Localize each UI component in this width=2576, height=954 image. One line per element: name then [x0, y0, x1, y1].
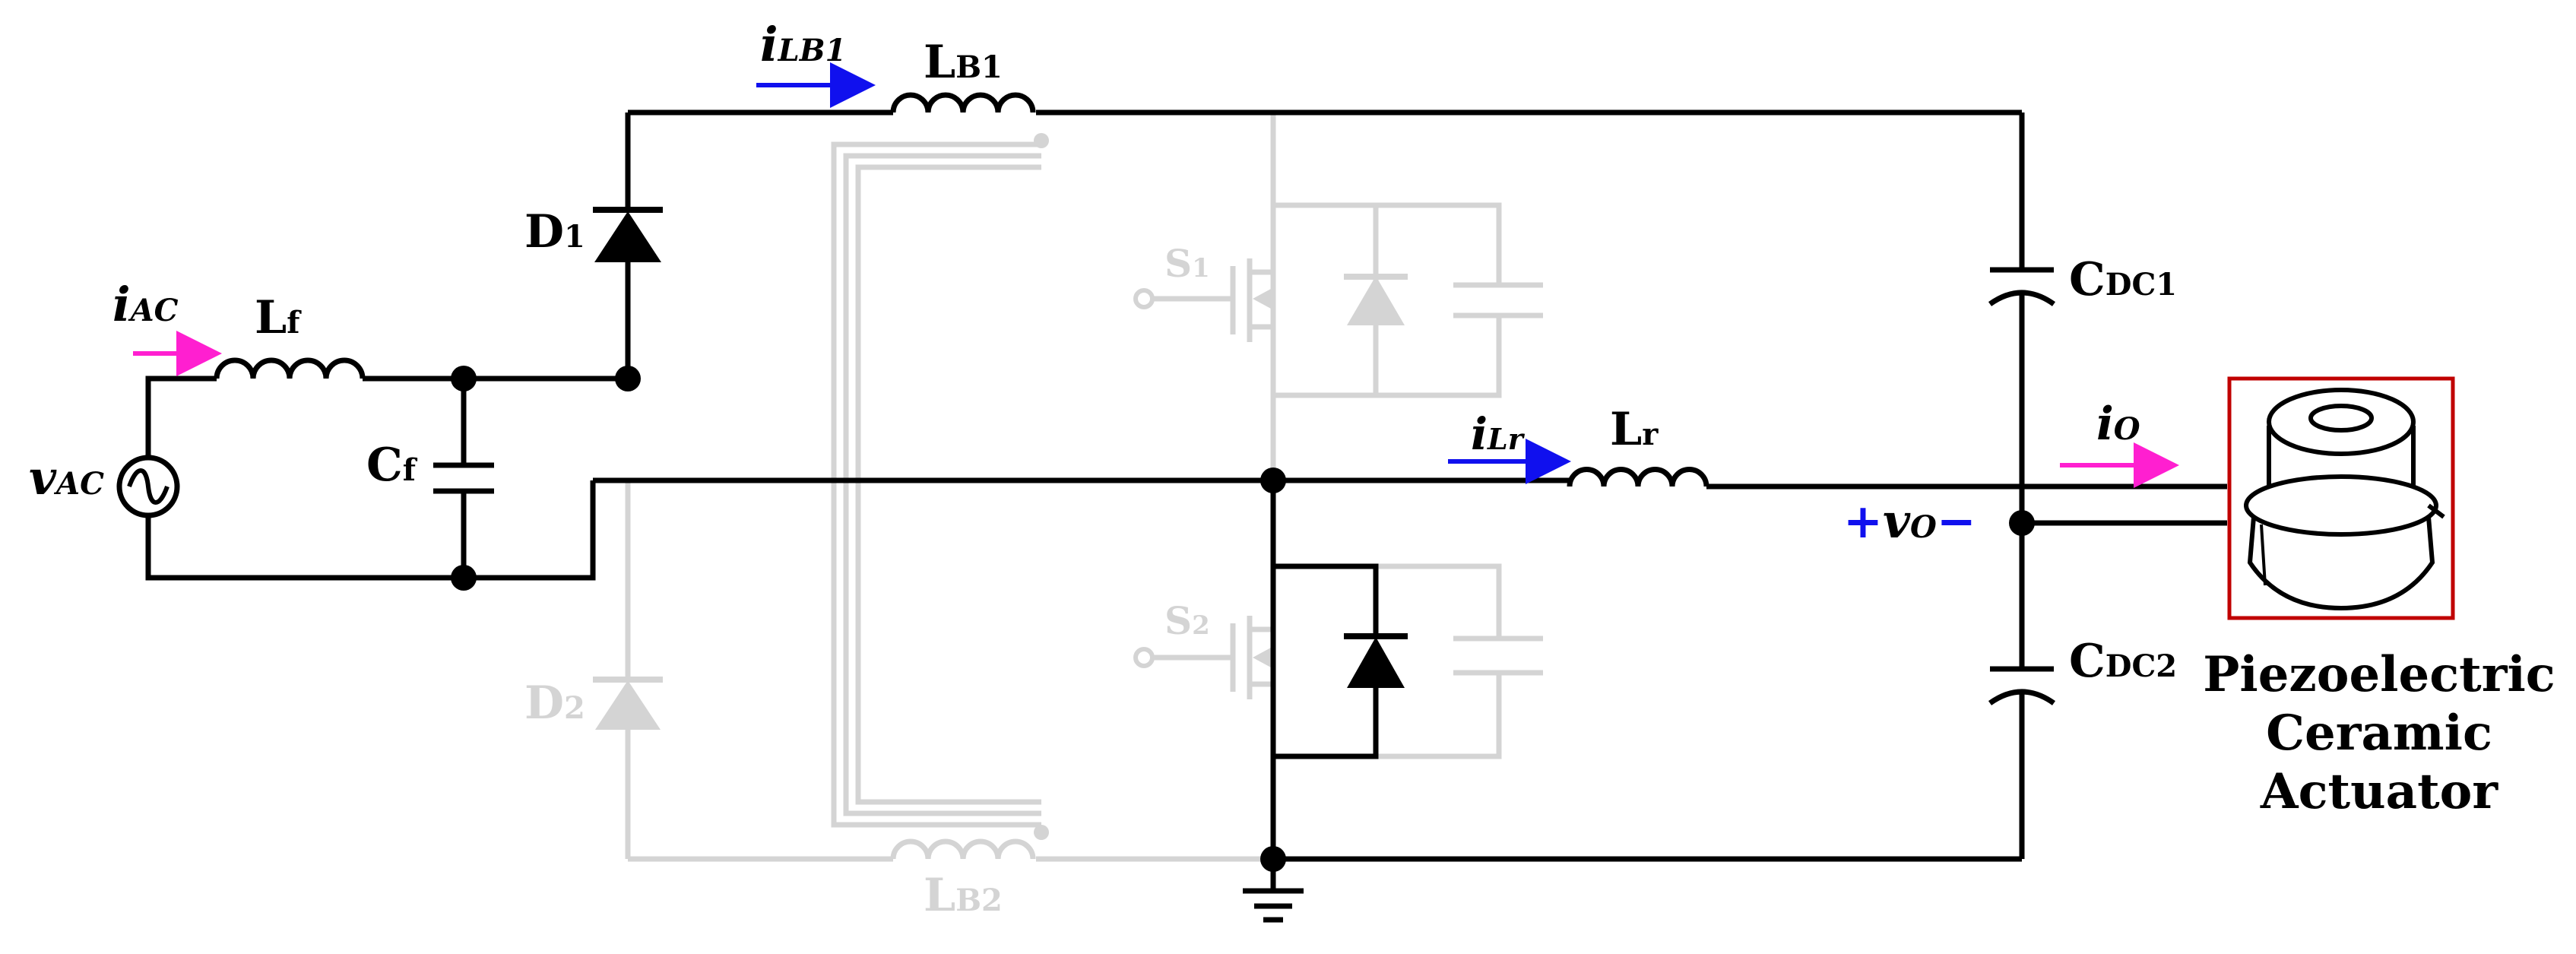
- label-s-2-main: S: [1164, 598, 1193, 643]
- label-l-r-main: L: [1610, 403, 1643, 456]
- label-c-dc2-sub: DC2: [2105, 648, 2178, 684]
- diode-d1-icon: [593, 207, 663, 262]
- label-l-f-main: L: [255, 291, 287, 344]
- label-c-dc1-main: C: [2069, 253, 2105, 306]
- label-i-lb1-main: i: [760, 17, 778, 72]
- label-c-dc2: CDC2: [2069, 639, 2177, 684]
- actuator-caption-line2: Ceramic: [2266, 704, 2492, 762]
- label-s-1-sub: 1: [1192, 253, 1210, 284]
- label-s-1: S1: [1164, 245, 1210, 283]
- label-l-b2-sub: B2: [955, 883, 1003, 918]
- label-c-dc1-sub: DC1: [2105, 267, 2178, 303]
- capacitor-cdc2-icon: [1988, 689, 2056, 705]
- diode-s2-body-icon: [1344, 633, 1408, 688]
- inactive-circuit: [625, 114, 1543, 862]
- label-i-ac-sub: AC: [130, 293, 179, 328]
- dot-lb1: [1034, 133, 1049, 148]
- label-i-lb1-sub: LB1: [778, 33, 847, 68]
- label-i-lr-main: i: [1471, 408, 1488, 460]
- label-v-o-main: v: [1882, 493, 1910, 549]
- label-v-ac-main: v: [29, 450, 57, 506]
- label-i-lr: iLr: [1471, 412, 1523, 456]
- label-v-o-plus: +: [1843, 493, 1883, 549]
- label-c-f-sub: f: [402, 452, 416, 488]
- actuator-caption-line3: Actuator: [2260, 762, 2498, 820]
- label-d-2-main: D: [524, 677, 565, 730]
- inductor-lb2-icon: [890, 838, 1036, 860]
- label-i-o-sub: O: [2113, 411, 2140, 447]
- label-v-o-minus: −: [1936, 493, 1976, 549]
- label-l-f: Lf: [255, 295, 299, 341]
- label-i-ac-main: i: [112, 277, 131, 332]
- label-l-b1-main: L: [924, 36, 956, 89]
- junction-nodes: [451, 366, 2035, 872]
- label-v-ac-sub: AC: [56, 466, 104, 502]
- label-d-1-main: D: [524, 205, 565, 258]
- actuator-caption-line1: Piezoelectric: [2203, 646, 2555, 703]
- inductor-lf-icon: [214, 357, 366, 379]
- label-c-dc1: CDC1: [2069, 257, 2177, 303]
- label-i-lb1: iLB1: [760, 21, 846, 68]
- label-s-2-sub: 2: [1192, 610, 1210, 641]
- actuator-caption: Piezoelectric Ceramic Actuator: [2189, 646, 2569, 821]
- label-v-o: +vO−: [1843, 498, 1976, 545]
- capacitor-cdc1-icon: [1988, 290, 2056, 306]
- label-c-dc2-main: C: [2069, 635, 2105, 688]
- label-i-o: iO: [2096, 401, 2140, 447]
- inactive-devices: [593, 133, 1408, 840]
- label-i-ac: iAC: [112, 281, 178, 328]
- inductor-lr-icon: [1567, 467, 1709, 487]
- label-c-f: Cf: [366, 442, 416, 488]
- label-v-ac: vAC: [29, 455, 104, 502]
- label-l-b1: LB1: [924, 40, 1003, 85]
- dot-lb2: [1034, 825, 1049, 840]
- label-d-1-sub: 1: [564, 219, 585, 255]
- label-d-2-sub: 2: [564, 690, 585, 726]
- label-l-f-sub: f: [287, 305, 300, 341]
- label-l-b2-main: L: [924, 869, 956, 922]
- inductor-lb1-icon: [890, 92, 1036, 113]
- label-l-r-sub: r: [1642, 417, 1659, 452]
- label-s-2: S2: [1164, 602, 1210, 640]
- label-i-o-main: i: [2096, 398, 2114, 451]
- label-v-o-sub: O: [1909, 509, 1937, 545]
- label-i-lr-sub: Lr: [1488, 422, 1523, 456]
- ac-source-icon: [116, 455, 180, 518]
- diode-d2-icon: [595, 680, 661, 730]
- label-c-f-main: C: [366, 439, 403, 492]
- label-l-b1-sub: B1: [955, 49, 1003, 85]
- label-s-1-main: S: [1164, 241, 1193, 286]
- label-l-b2: LB2: [924, 873, 1003, 918]
- piezo-actuator-icon: [2227, 376, 2455, 620]
- label-d-2: D2: [524, 680, 585, 726]
- label-l-r: Lr: [1610, 407, 1658, 452]
- label-d-1: D1: [524, 209, 585, 255]
